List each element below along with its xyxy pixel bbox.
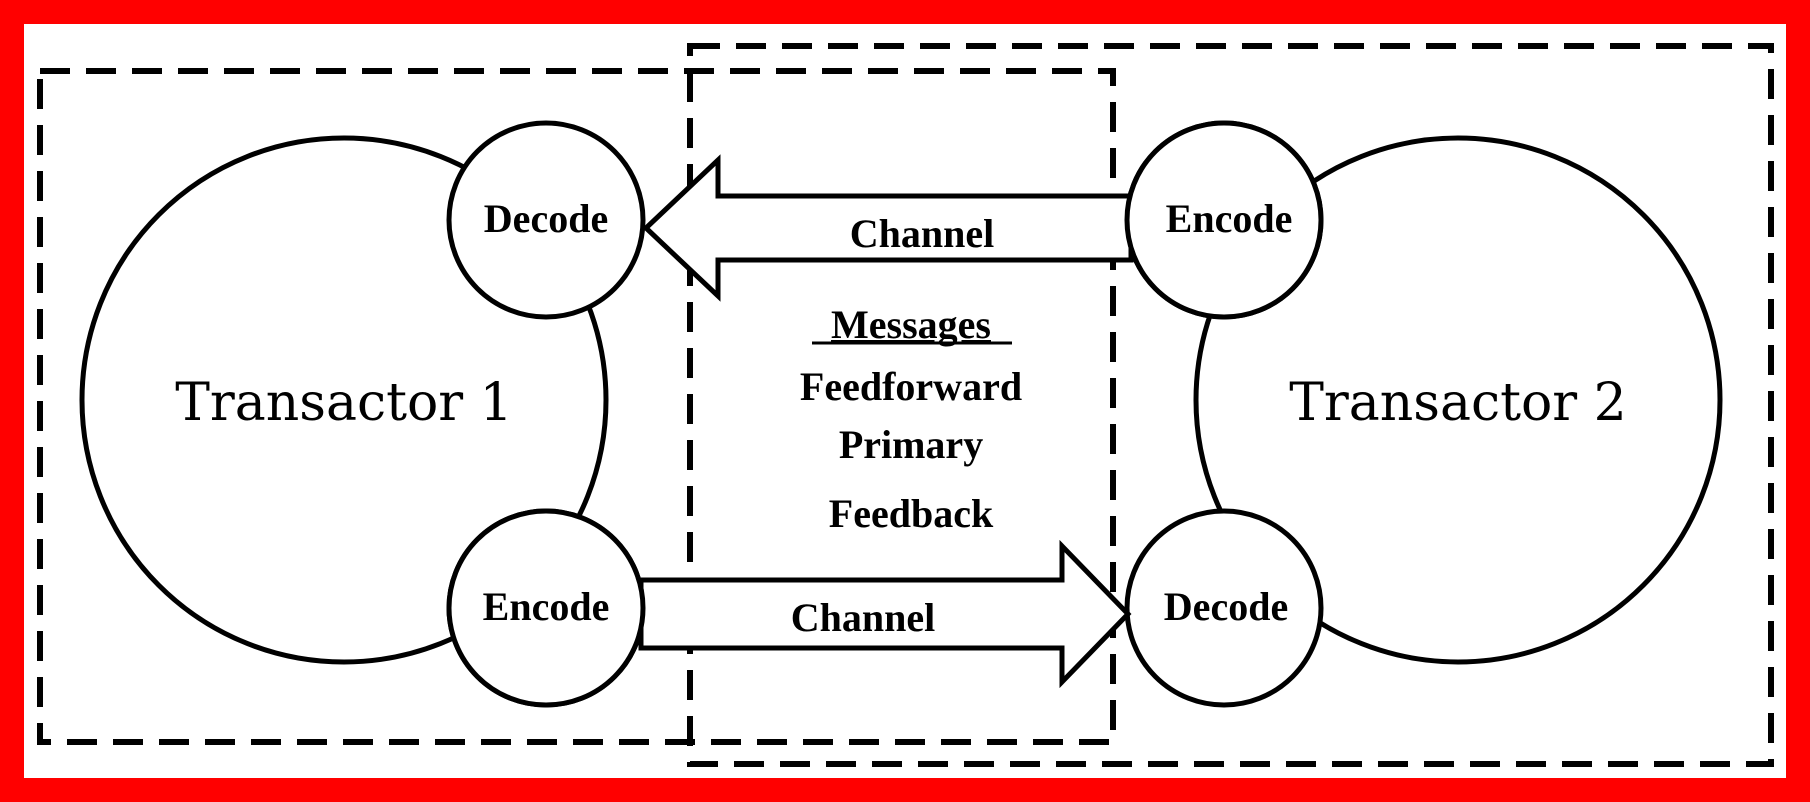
- transactor-2-encode-label: Encode: [1166, 196, 1293, 241]
- transactor-2-encode-outline: [1124, 120, 1324, 320]
- transactor-1-circle: [79, 135, 609, 665]
- right-dashed-boundary: [687, 43, 1774, 767]
- transactor-1-decode-label: Decode: [484, 196, 608, 241]
- messages-item-feedback: Feedback: [829, 491, 994, 536]
- messages-item-primary: Primary: [839, 422, 983, 467]
- messages-heading: Messages: [831, 302, 991, 347]
- transactor-2-label: Transactor 2: [1289, 373, 1627, 433]
- channel-top-label: Channel: [850, 211, 995, 256]
- transactor-2-decode-circle: [1124, 508, 1324, 708]
- transactor-1-encode-outline: [446, 508, 646, 708]
- channel-top-arrow: [642, 154, 1134, 302]
- transactor-2-circle: [1193, 135, 1723, 665]
- transactor-2-decode-label: Decode: [1164, 584, 1288, 629]
- transactor-1-decode-circle: [446, 120, 646, 320]
- channel-bottom-arrow: [638, 539, 1132, 689]
- transactor-1-encode-label: Encode: [483, 584, 610, 629]
- transactor-1-label: Transactor 1: [175, 373, 513, 433]
- left-dashed-boundary: [37, 68, 1116, 745]
- channel-bottom-label: Channel: [791, 595, 936, 640]
- messages-item-feedforward: Feedforward: [800, 364, 1022, 409]
